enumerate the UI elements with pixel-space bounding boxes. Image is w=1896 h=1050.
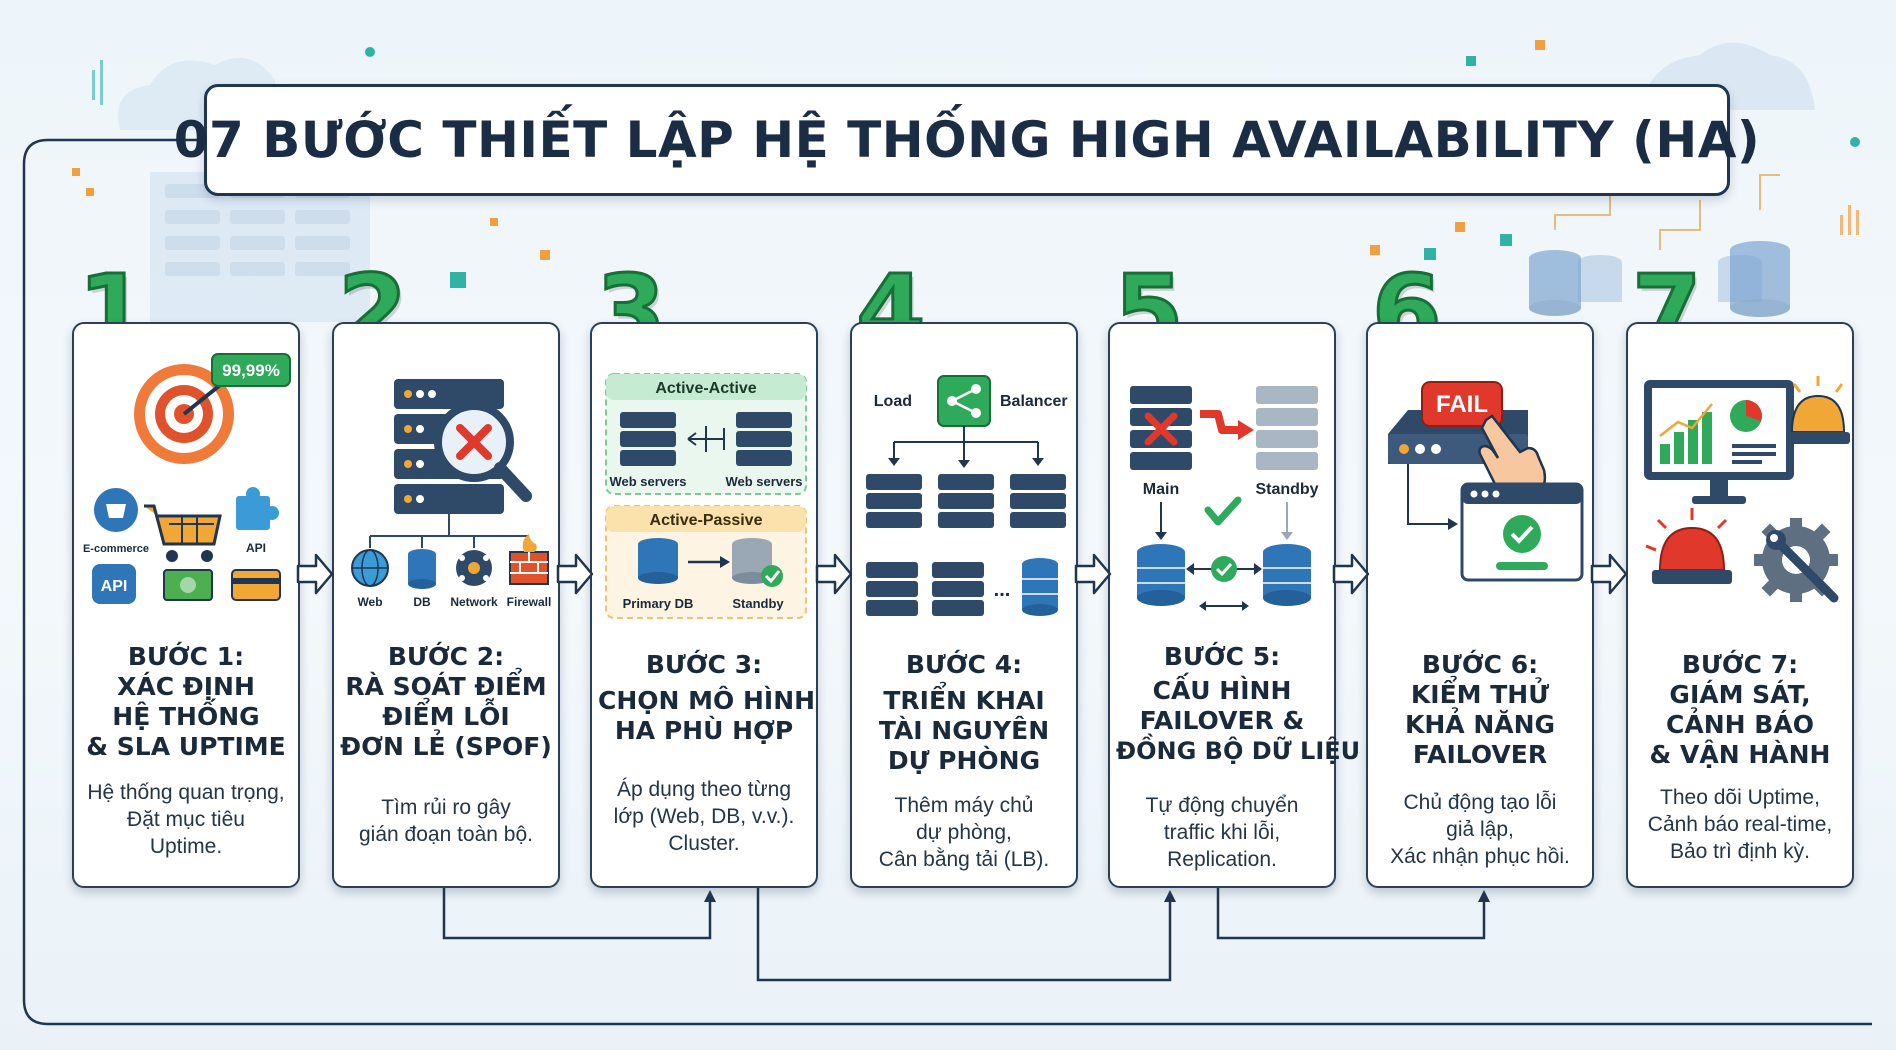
step-2-illustration: Web DB Network Firewall <box>351 379 552 609</box>
arrow-right-icon <box>815 553 853 595</box>
failover-arrow-icon <box>1200 410 1254 440</box>
step-1-illustration: 99,99% E-commerce API API <box>83 353 291 604</box>
active-active-label: Active-Active <box>655 380 756 397</box>
primary-db-label: Primary DB <box>623 596 694 611</box>
step-5-title: BƯỚC 5: CẤU HÌNH FAILOVER & ĐỒNG BỘ DỮ L… <box>1116 642 1361 765</box>
step-3-description: Áp dụng theo từng lớp (Web, DB, v.v.). C… <box>613 778 795 855</box>
step-3-illustration: Active-Active Web servers Web servers Ac… <box>605 373 807 619</box>
arrow-right-icon <box>296 553 334 595</box>
api-small-label: API <box>246 541 266 555</box>
puzzle-icon: API <box>236 487 279 555</box>
uptime-badge: 99,99% <box>211 353 291 387</box>
network-icon: Network <box>450 550 498 609</box>
step-2-description: Tìm rủi ro gây gián đoạn toàn bộ. <box>359 796 533 846</box>
step-4-title: BƯỚC 4: TRIỂN KHAI TÀI NGUYÊN DỰ PHÒNG <box>878 650 1050 775</box>
step-card-4: Load Balancer <box>850 322 1078 888</box>
database-icon <box>1022 558 1058 616</box>
step-5-illustration: Main Standby <box>1130 386 1319 611</box>
ecommerce-label: E-commerce <box>83 543 149 555</box>
arrow-right-icon <box>1332 553 1370 595</box>
step-4-description: Thêm máy chủ dự phòng, Cân bằng tải (LB)… <box>878 794 1050 871</box>
arrow-right-icon <box>1074 553 1112 595</box>
web-servers-label-1: Web servers <box>609 474 686 489</box>
alarm-light-icon <box>1645 376 1850 584</box>
fail-label: FAIL <box>1436 391 1488 418</box>
lb-connectors <box>888 426 1044 468</box>
shopping-cart-icon <box>144 504 222 562</box>
database-icon <box>638 538 772 584</box>
browser-check-icon <box>1460 482 1584 582</box>
target-icon <box>134 364 234 464</box>
step-5-description: Tự động chuyển traffic khi lỗi, Replicat… <box>1145 794 1299 871</box>
step-1-title: BƯỚC 1: XÁC ĐỊNH HỆ THỐNG & SLA UPTIME <box>86 642 286 761</box>
db-label: DB <box>413 595 431 609</box>
globe-icon: Web <box>351 549 389 609</box>
api-label: API <box>101 578 128 595</box>
step-card-5: Main Standby <box>1108 322 1361 888</box>
step-6-illustration: FAIL <box>1388 381 1584 582</box>
firewall-label: Firewall <box>507 595 552 609</box>
title-banner: 07 BƯỚC THIẾT LẬP HỆ THỐNG HIGH AVAILABI… <box>174 84 1760 196</box>
sync-icon <box>1186 496 1262 611</box>
arrow-right-icon <box>1590 553 1628 595</box>
more-dots: ... <box>994 579 1011 601</box>
dependency-tree <box>369 514 529 548</box>
step-2-title: BƯỚC 2: RÀ SOÁT ĐIỂM ĐIỂM LỖI ĐƠN LẺ (SP… <box>340 642 552 761</box>
step-card-1: 99,99% E-commerce API API <box>72 322 300 888</box>
step-6-title: BƯỚC 6: KIỂM THỬ KHẢ NĂNG FAILOVER <box>1404 650 1556 769</box>
database-icon <box>1137 544 1311 606</box>
network-label: Network <box>450 595 498 609</box>
step-1-description: Hệ thống quan trọng, Đặt mục tiêu Uptime… <box>87 781 285 858</box>
magnifier-x-icon <box>434 402 532 502</box>
server-icon <box>620 412 792 466</box>
web-servers-label-2: Web servers <box>725 474 802 489</box>
active-passive-panel: Active-Passive Primary DB Standby <box>605 505 807 619</box>
load-label: Load <box>874 393 912 410</box>
uptime-badge-label: 99,99% <box>222 361 280 380</box>
step-4-illustration: Load Balancer <box>866 375 1068 616</box>
step-7-title: BƯỚC 7: GIÁM SÁT, CẢNH BÁO & VẬN HÀNH <box>1649 650 1831 769</box>
ecommerce-icon: E-commerce <box>83 488 149 555</box>
firewall-icon: Firewall <box>507 534 552 609</box>
step-card-3: Active-Active Web servers Web servers Ac… <box>590 322 818 888</box>
active-passive-label: Active-Passive <box>650 512 763 529</box>
server-icon <box>866 474 1066 616</box>
database-icon: DB <box>408 549 436 609</box>
step-3-title: BƯỚC 3: CHỌN MÔ HÌNH HA PHÙ HỢP <box>598 650 816 745</box>
monitor-dashboard-icon <box>1644 380 1794 504</box>
step-card-2: Web DB Network Firewall BƯỚC 2: RÀ <box>332 322 560 888</box>
credit-card-icon <box>231 569 281 601</box>
check-icon <box>761 565 783 587</box>
step-6-description: Chủ động tạo lỗi giả lập, Xác nhận phục … <box>1390 791 1570 868</box>
step-card-6: FAIL BƯỚC 6: KIỂM THỬ KHẢ NĂNG FAILOVER … <box>1366 322 1594 888</box>
money-icon <box>163 569 213 601</box>
step-card-7: BƯỚC 7: GIÁM SÁT, CẢNH BÁO & VẬN HÀNH Th… <box>1626 322 1854 888</box>
balancer-label: Balancer <box>1000 393 1068 410</box>
gear-wrench-icon <box>1754 518 1839 603</box>
main-label: Main <box>1143 481 1179 498</box>
standby-label: Standby <box>1255 481 1318 498</box>
step-7-illustration <box>1644 376 1850 603</box>
load-balancer-icon <box>937 375 991 427</box>
active-active-panel: Active-Active Web servers Web servers <box>605 373 807 495</box>
api-icon: API <box>92 564 136 604</box>
server-rack-icon <box>1130 386 1318 470</box>
web-label: Web <box>357 595 382 609</box>
page-title: 07 BƯỚC THIẾT LẬP HỆ THỐNG HIGH AVAILABI… <box>173 111 1761 169</box>
standby-label: Standby <box>732 596 784 611</box>
arrow-right-icon <box>556 553 594 595</box>
step-7-description: Theo dõi Uptime, Cảnh báo real-time, Bảo… <box>1647 786 1833 863</box>
